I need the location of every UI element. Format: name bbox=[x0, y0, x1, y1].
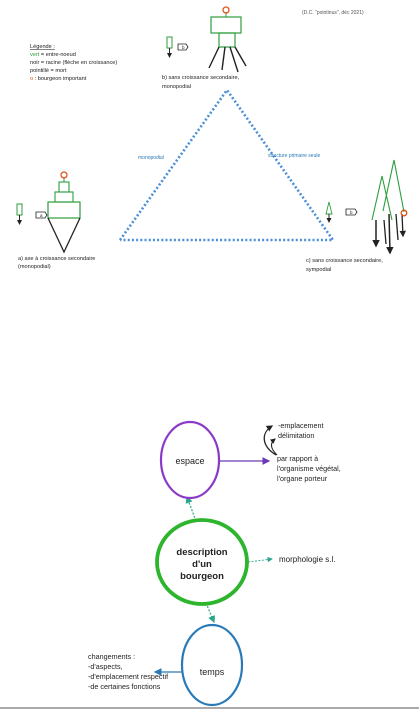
center-to-espace-arrow bbox=[185, 495, 197, 522]
curved-arrow-delimitation bbox=[269, 438, 278, 456]
legend-bourgeon: o : bourgeon important bbox=[30, 76, 87, 82]
temps-node bbox=[180, 623, 244, 707]
espace-label: espace bbox=[175, 456, 204, 466]
temps-note-1: changements : bbox=[88, 652, 135, 661]
svg-text:b: b bbox=[350, 210, 353, 215]
center-label-line1: description bbox=[176, 547, 227, 558]
center-to-temps-arrow bbox=[205, 602, 215, 624]
legend-vert: vert = entre-noeud bbox=[30, 52, 76, 58]
svg-text:a: a bbox=[40, 213, 43, 218]
temps-label: temps bbox=[200, 667, 225, 677]
note-rel3: l'organe porteur bbox=[277, 474, 328, 483]
credit-text: (D.C. "pointinus", déc 2021) bbox=[302, 10, 364, 16]
note-rel1: par rapport à bbox=[277, 454, 318, 463]
case-c-line2: sympodial bbox=[306, 267, 331, 273]
edge-label-primaire: structure primaire seule bbox=[268, 153, 320, 159]
note-delimitation: délimitation bbox=[278, 431, 314, 440]
curved-arrow-emplacement bbox=[263, 425, 277, 456]
triangle bbox=[118, 87, 336, 242]
morphologie-label: morphologie s.l. bbox=[279, 555, 335, 564]
legend-pointille: pointillé = mort bbox=[30, 68, 67, 74]
temps-note-2: -d'aspects, bbox=[88, 662, 123, 671]
legend: Légende : vert = entre-noeud noir = raci… bbox=[30, 44, 117, 82]
center-to-morphologie-arrow bbox=[247, 556, 273, 563]
temps-note-3: -d'emplacement respectif bbox=[88, 672, 168, 681]
legend-title: Légende : bbox=[30, 44, 55, 50]
case-c-line1: c) sans croissance secondaire, bbox=[306, 258, 383, 264]
plant-c: b bbox=[325, 159, 408, 255]
case-b-line1: b) sans croissance secondaire, bbox=[162, 75, 240, 81]
svg-text:b: b bbox=[182, 45, 185, 50]
note-rel2: l'organisme végétal, bbox=[277, 464, 341, 473]
case-a-line2: (monopodial) bbox=[18, 264, 51, 270]
center-label-line2: d'un bbox=[192, 559, 212, 570]
edge-label-monopodial: monopodial bbox=[138, 155, 164, 161]
legend-noir: noir = racine (flèche en croissance) bbox=[30, 60, 117, 66]
center-label-line3: bourgeon bbox=[180, 571, 224, 582]
temps-note-4: -de certaines fonctions bbox=[88, 682, 161, 691]
case-a-line1: a) axe à croissance secondaire bbox=[18, 256, 95, 262]
plant-b: b bbox=[166, 6, 247, 73]
note-emplacement: -emplacement bbox=[278, 421, 324, 430]
plant-a: a bbox=[16, 171, 81, 254]
case-b-line2: monopodial bbox=[162, 84, 191, 90]
center-node bbox=[155, 518, 249, 606]
espace-node bbox=[159, 420, 221, 500]
